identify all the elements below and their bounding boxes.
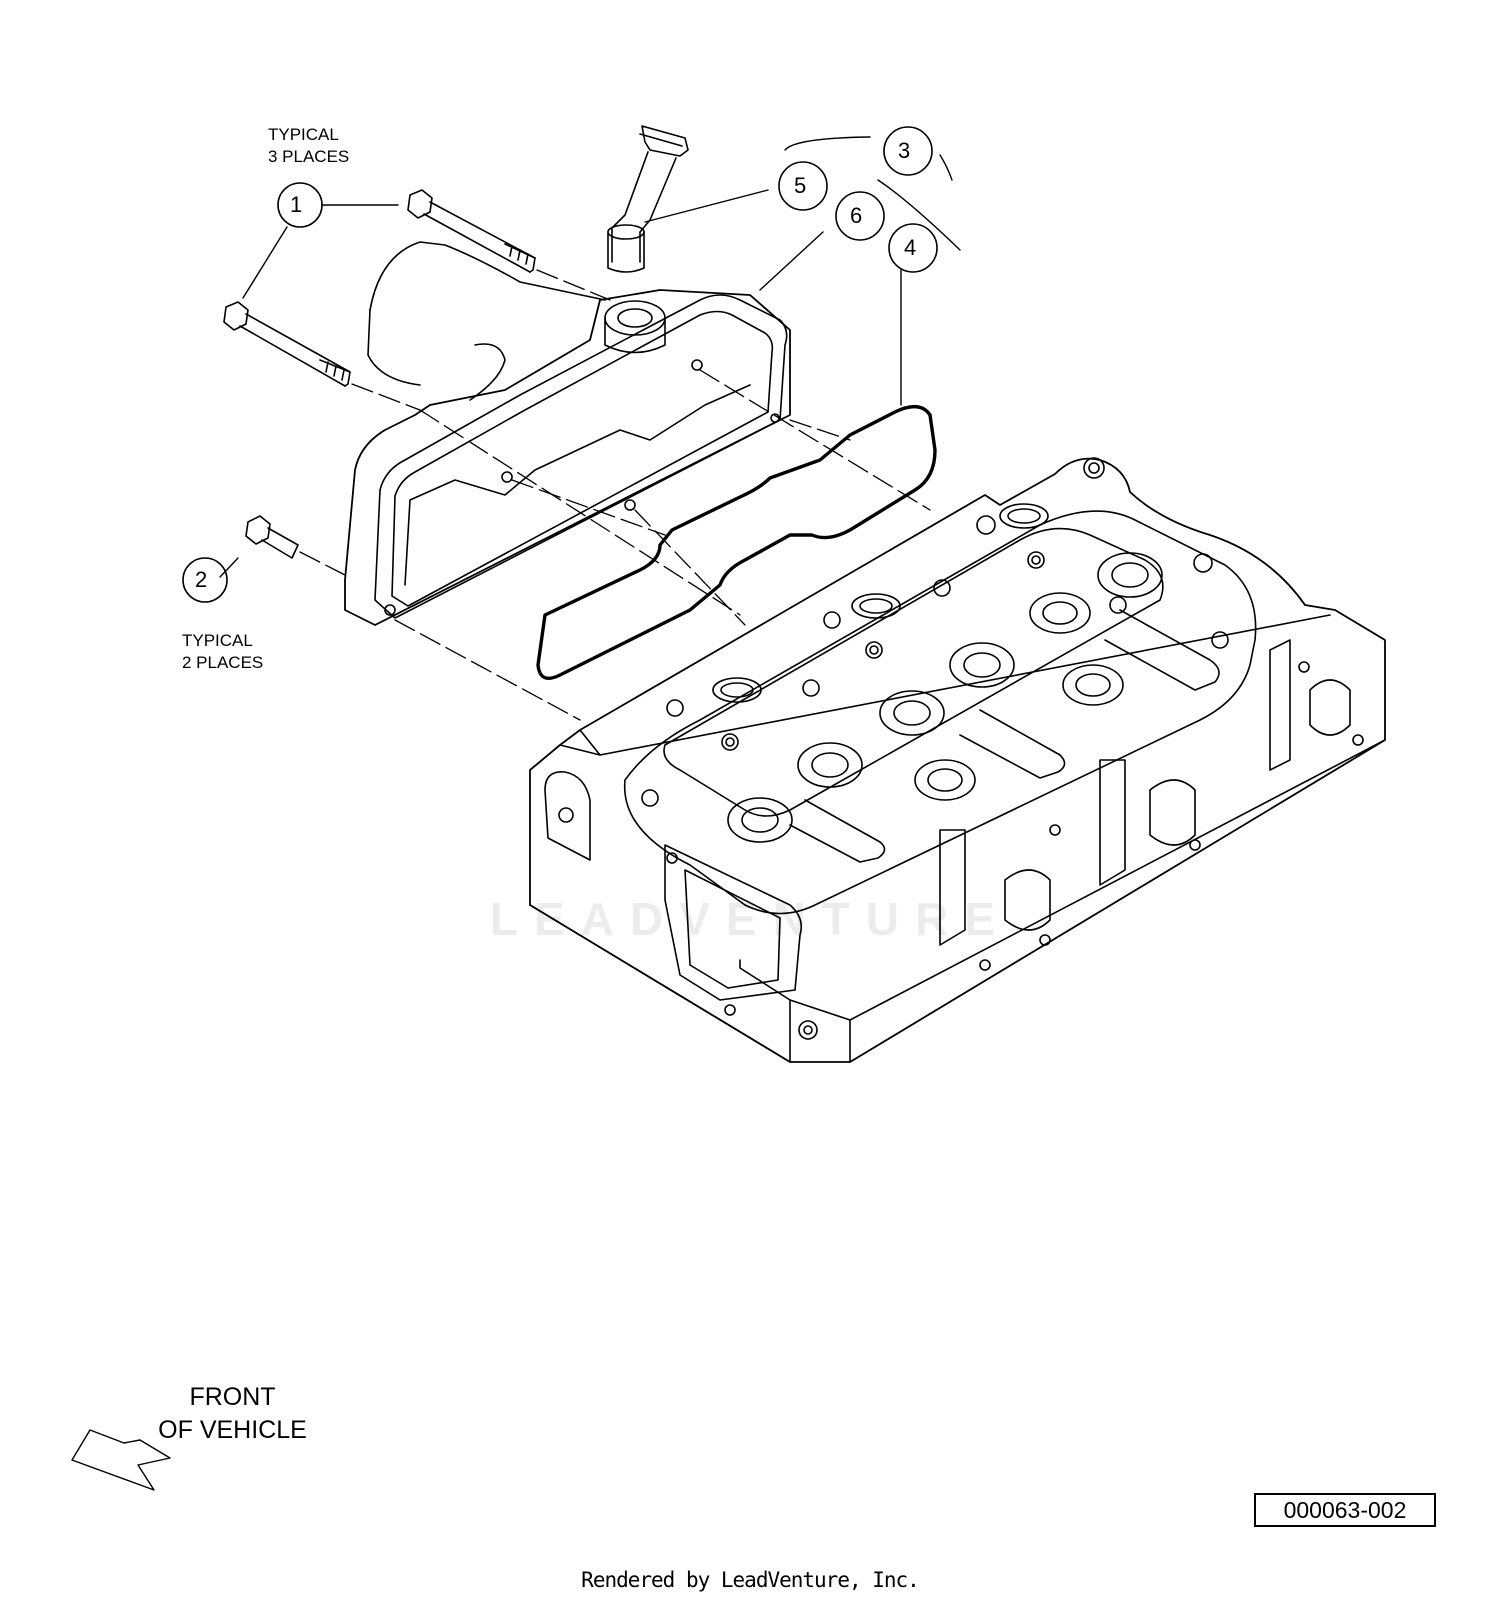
front-arrow-icon bbox=[71, 1429, 171, 1491]
callout-6: 6 bbox=[850, 203, 863, 228]
render-credit: Rendered by LeadVenture, Inc. bbox=[581, 1568, 920, 1592]
bolt-short bbox=[245, 515, 299, 559]
valve-cover-gasket bbox=[536, 405, 937, 680]
callout-circles bbox=[182, 126, 938, 603]
callout-3: 3 bbox=[898, 138, 911, 163]
note-typical-3-places: TYPICAL 3 PLACES bbox=[268, 124, 349, 168]
note-typical-2-line1: TYPICAL bbox=[182, 631, 253, 650]
leader-lines bbox=[219, 136, 961, 578]
note-typical-3-line2: 3 PLACES bbox=[268, 147, 350, 166]
note-typical-3-line1: TYPICAL bbox=[268, 125, 339, 144]
bolt-long-upper bbox=[407, 189, 536, 273]
front-line2: OF VEHICLE bbox=[158, 1416, 307, 1444]
callout-2: 2 bbox=[195, 567, 208, 592]
valve-cover bbox=[344, 241, 791, 626]
alignment-lines bbox=[299, 269, 931, 721]
note-typical-2-line2: 2 PLACES bbox=[182, 653, 264, 672]
bolt-long-lower bbox=[223, 301, 351, 387]
callout-1: 1 bbox=[290, 192, 303, 217]
front-line1: FRONT bbox=[189, 1383, 276, 1411]
cylinder-head bbox=[529, 457, 1386, 1063]
note-typical-2-places: TYPICAL 2 PLACES bbox=[182, 630, 263, 674]
breather-hose bbox=[607, 125, 689, 273]
front-of-vehicle-label: FRONT OF VEHICLE bbox=[145, 1381, 320, 1447]
document-number: 000063-002 bbox=[1254, 1493, 1436, 1527]
callout-4: 4 bbox=[904, 235, 917, 260]
watermark: LEADVENTURE bbox=[490, 893, 1012, 945]
callout-5: 5 bbox=[794, 173, 807, 198]
